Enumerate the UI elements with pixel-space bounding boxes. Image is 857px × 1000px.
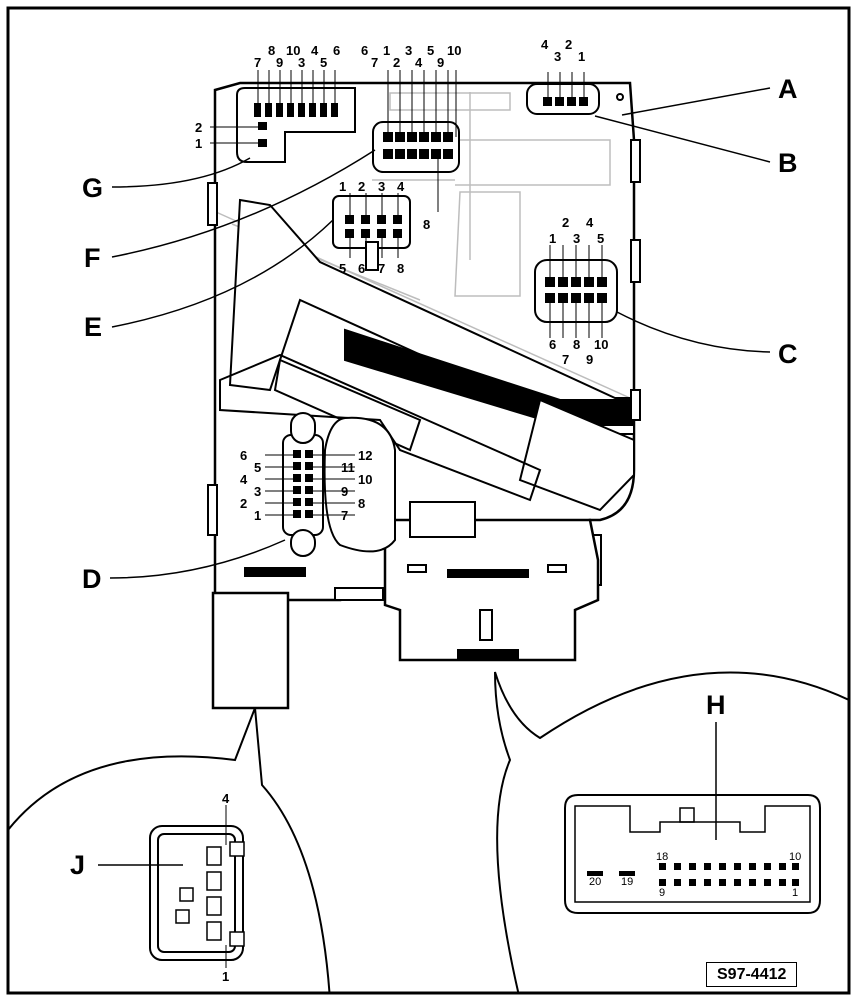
connector-c-pins — [545, 277, 607, 303]
h-pin-label: 1 — [792, 887, 799, 899]
connector-d-body — [282, 434, 324, 536]
c-pin-label: 5 — [597, 231, 605, 246]
connector-j-housing — [211, 591, 290, 710]
d-pin-label: 11 — [341, 460, 355, 475]
g-pin-label: 10 — [286, 43, 301, 58]
f-pin-label: 2 — [393, 55, 401, 70]
e-pin-label: 1 — [339, 179, 347, 194]
label-a: A — [778, 74, 798, 104]
callout-lines — [109, 87, 771, 579]
e-pin-label: 6 — [358, 261, 366, 276]
f-pin-label: 10 — [447, 43, 462, 58]
label-b: B — [778, 148, 798, 178]
label-e: E — [84, 312, 103, 342]
d-pin-label: 2 — [240, 496, 248, 511]
f-pin-label: 1 — [383, 43, 391, 58]
f-pin-label: 7 — [371, 55, 379, 70]
label-g: G — [82, 173, 104, 203]
j-pin-label: 1 — [222, 969, 230, 984]
g-pin-label: 8 — [268, 43, 276, 58]
d-pin-label: 10 — [358, 472, 373, 487]
connector-f-pins — [383, 132, 453, 159]
d-pin-label: 7 — [341, 508, 349, 523]
d-pin-label: 4 — [240, 472, 248, 487]
label-h: H — [706, 690, 726, 720]
g-pin-label: 2 — [195, 120, 203, 135]
c-pin-label: 10 — [594, 337, 609, 352]
f-pin-label: 6 — [361, 43, 369, 58]
connector-h-housing — [383, 518, 600, 662]
h-pin-label: 20 — [589, 876, 602, 888]
f-pin-label: 4 — [415, 55, 423, 70]
f-pin-label: 9 — [437, 55, 445, 70]
d-pin-label: 9 — [341, 484, 349, 499]
c-pin-label: 1 — [549, 231, 557, 246]
d-pin-label: 8 — [358, 496, 366, 511]
connector-j-slots — [175, 841, 245, 947]
f-pin-label: 5 — [427, 43, 435, 58]
b-pin-label: 4 — [541, 37, 549, 52]
g-pin-label: 6 — [333, 43, 341, 58]
e-pin-label: 4 — [397, 179, 405, 194]
g-pin-label: 3 — [298, 55, 306, 70]
h-pin-label: 9 — [659, 887, 666, 899]
label-c: C — [778, 339, 798, 369]
connector-d-oval — [323, 416, 396, 553]
h-pin-label: 19 — [621, 876, 634, 888]
d-pin-label: 3 — [254, 484, 262, 499]
pin-leaders — [210, 70, 603, 516]
frame-border — [6, 6, 851, 995]
c-pin-label: 3 — [573, 231, 581, 246]
g-pin-label: 5 — [320, 55, 328, 70]
e-pin-label: 7 — [378, 261, 386, 276]
g-pin-label: 4 — [311, 43, 319, 58]
label-d: D — [82, 564, 102, 594]
b-pin-label: 2 — [565, 37, 573, 52]
j-pin-label: 4 — [222, 791, 230, 806]
connector-f-body — [372, 121, 460, 173]
f-pin-label: 3 — [405, 43, 413, 58]
connector-h-pins — [587, 863, 799, 886]
c-pin-label: 9 — [586, 352, 594, 367]
f-pin-label: 8 — [423, 217, 431, 232]
b-pin-label: 3 — [554, 49, 562, 64]
b-pin-label: 1 — [578, 49, 586, 64]
ribbon-cables — [219, 198, 635, 512]
e-pin-label: 2 — [358, 179, 366, 194]
g-pin-label: 1 — [195, 136, 203, 151]
d-pin-label: 1 — [254, 508, 262, 523]
c-pin-label: 6 — [549, 337, 557, 352]
h-pin-label: 18 — [656, 851, 669, 863]
c-pin-label: 8 — [573, 337, 581, 352]
c-pin-label: 4 — [586, 215, 594, 230]
label-f: F — [84, 243, 101, 273]
g-pin-label: 7 — [254, 55, 262, 70]
figure-id-badge: S97-4412 — [706, 962, 798, 988]
c-pin-label: 7 — [562, 352, 570, 367]
d-pin-label: 12 — [358, 448, 373, 463]
label-j: J — [70, 850, 86, 880]
connector-d-pins — [293, 450, 313, 518]
e-pin-label: 8 — [397, 261, 405, 276]
e-pin-label: 3 — [378, 179, 386, 194]
c-pin-label: 2 — [562, 215, 570, 230]
h-pin-label: 10 — [789, 851, 802, 863]
g-pin-label: 9 — [276, 55, 284, 70]
e-pin-label: 5 — [339, 261, 347, 276]
d-pin-label: 6 — [240, 448, 248, 463]
d-pin-label: 5 — [254, 460, 262, 475]
